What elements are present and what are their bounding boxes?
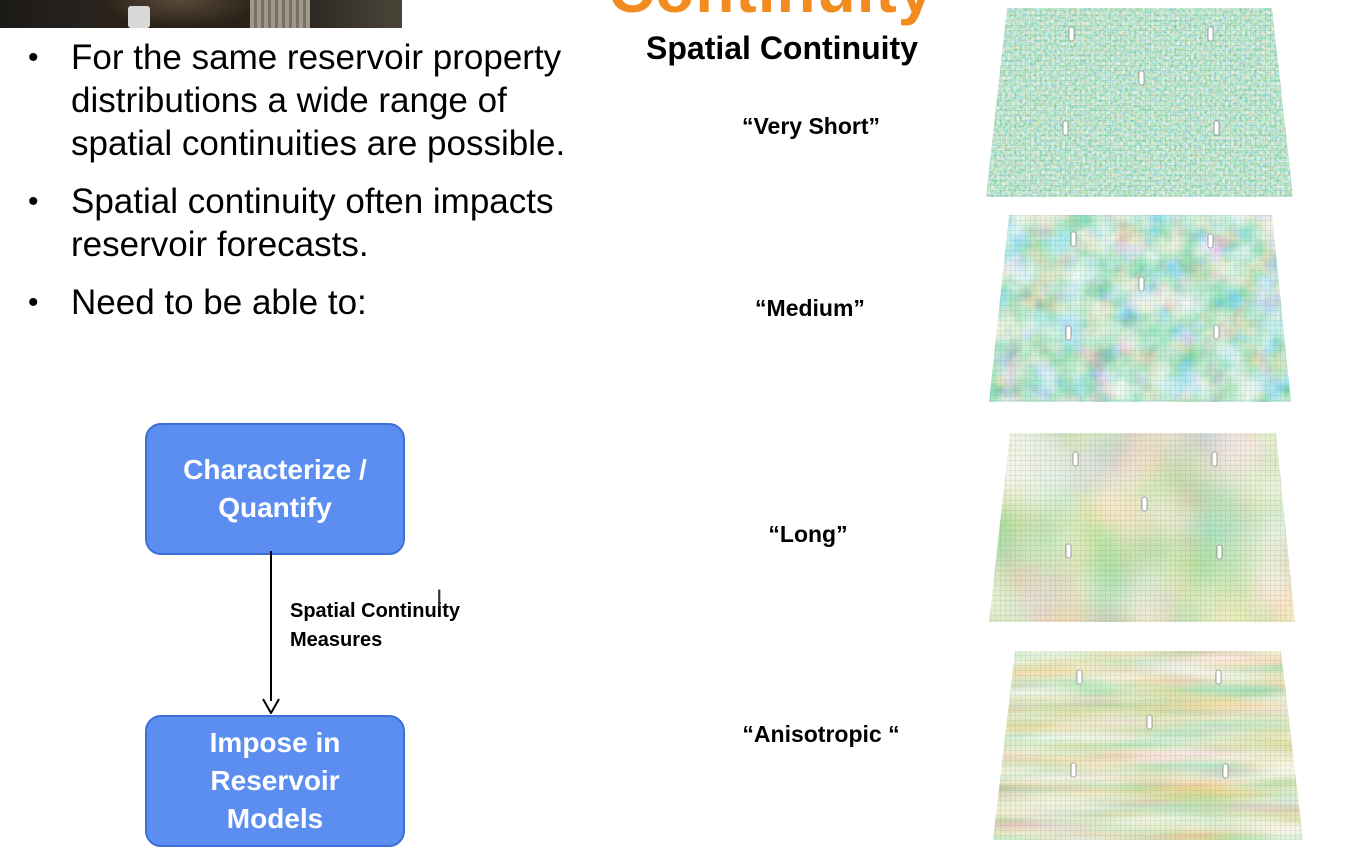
label-very-short: “Very Short” bbox=[741, 113, 881, 139]
map-very-short bbox=[986, 8, 1293, 197]
well-icon bbox=[1076, 669, 1083, 685]
bullet-text: Spatial continuity often impacts reservo… bbox=[71, 182, 554, 264]
bullet-text: Need to be able to: bbox=[71, 283, 367, 322]
bullet-list: • For the same reservoir property distrib… bbox=[26, 36, 616, 339]
well-icon bbox=[1138, 70, 1145, 86]
slide-title: Continuity bbox=[608, 0, 934, 22]
well-icon bbox=[1211, 451, 1218, 467]
well-icon bbox=[1070, 231, 1077, 247]
label-long: “Long” bbox=[768, 521, 848, 547]
impose-models-box: Impose in Reservoir Models bbox=[145, 715, 405, 847]
label-medium: “Medium” bbox=[755, 295, 865, 321]
well-icon bbox=[1213, 324, 1220, 340]
well-icon bbox=[1138, 276, 1145, 292]
presenter-webcam bbox=[0, 0, 402, 28]
arrow-label: Spatial Continuity Measures bbox=[290, 600, 460, 651]
well-markers bbox=[1062, 26, 1229, 779]
well-icon bbox=[1065, 543, 1072, 559]
well-icon bbox=[1070, 762, 1077, 778]
flow-box-label: Characterize / Quantify bbox=[183, 454, 367, 523]
well-icon bbox=[1215, 669, 1222, 685]
bullet-dot-icon: • bbox=[28, 286, 39, 319]
well-icon bbox=[1146, 714, 1153, 730]
flow-arrow-line bbox=[270, 551, 272, 701]
text-cursor-icon: I bbox=[436, 587, 443, 612]
well-icon bbox=[1213, 120, 1220, 136]
well-icon bbox=[1065, 325, 1072, 341]
well-icon bbox=[1068, 26, 1075, 42]
map-medium bbox=[989, 215, 1291, 402]
map-anisotropic bbox=[993, 651, 1303, 840]
bullet-item: • Spatial continuity often impacts reserv… bbox=[26, 180, 616, 266]
well-icon bbox=[1062, 120, 1069, 136]
well-icon bbox=[1141, 496, 1148, 512]
presenter-mug bbox=[128, 6, 150, 28]
background-shelf bbox=[250, 0, 310, 28]
map-long bbox=[989, 433, 1295, 622]
label-anisotropic: “Anisotropic “ bbox=[742, 721, 900, 747]
flow-box-label: Impose in Reservoir Models bbox=[209, 727, 341, 834]
spatial-continuity-heading: Spatial Continuity bbox=[646, 30, 918, 66]
bullet-dot-icon: • bbox=[28, 41, 39, 74]
well-icon bbox=[1207, 233, 1214, 249]
well-icon bbox=[1222, 763, 1229, 779]
well-icon bbox=[1216, 544, 1223, 560]
bullet-item: • For the same reservoir property distrib… bbox=[26, 36, 616, 165]
presenter-video bbox=[100, 0, 260, 28]
well-icon bbox=[1207, 26, 1214, 42]
bullet-text: For the same reservoir property distribu… bbox=[71, 38, 566, 163]
characterize-quantify-box: Characterize / Quantify bbox=[145, 423, 405, 555]
well-icon bbox=[1072, 451, 1079, 467]
bullet-item: • Need to be able to: bbox=[26, 281, 616, 324]
bullet-dot-icon: • bbox=[28, 185, 39, 218]
arrowhead-icon bbox=[262, 698, 280, 714]
